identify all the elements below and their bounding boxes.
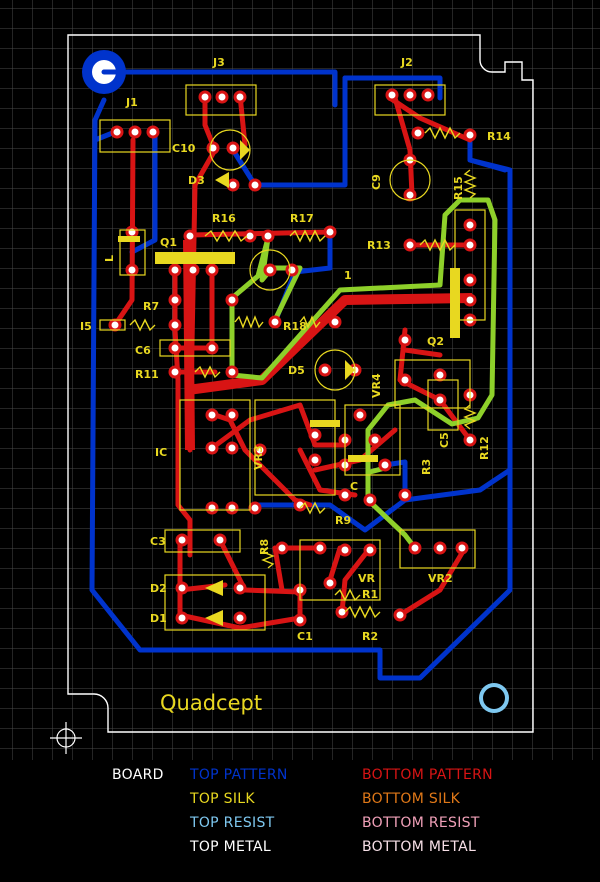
label-d3: D3 bbox=[188, 174, 205, 187]
label-r14: R14 bbox=[487, 130, 511, 143]
label-u1: 1 bbox=[344, 269, 352, 282]
legend-board: BOARD bbox=[112, 767, 164, 783]
label-c10: C10 bbox=[172, 142, 196, 155]
label-l: L bbox=[103, 255, 116, 262]
legend-top-resist: TOP RESIST bbox=[190, 815, 275, 831]
legend-bottom-silk: BOTTOM SILK bbox=[362, 791, 461, 807]
label-j1: J1 bbox=[125, 96, 138, 109]
label-r15: R15 bbox=[452, 176, 465, 200]
mounting-hole-bottom-right-inner bbox=[483, 687, 505, 709]
label-j2: J2 bbox=[400, 56, 413, 69]
label-r1: R1 bbox=[362, 588, 378, 601]
label-q1: Q1 bbox=[160, 236, 177, 249]
top-silk-resistor-zigzags bbox=[129, 126, 477, 619]
label-r3: R3 bbox=[420, 459, 433, 475]
label-r12: R12 bbox=[478, 436, 491, 460]
label-c5: C5 bbox=[438, 432, 451, 448]
copper-pads bbox=[108, 88, 477, 627]
label-r13: R13 bbox=[367, 239, 391, 252]
label-r11: R11 bbox=[135, 368, 159, 381]
top-silk-filled-parts bbox=[118, 140, 460, 626]
component-labels: J3 J2 J1 C10 D3 R14 C9 R15 R16 R17 R13 L… bbox=[80, 56, 511, 715]
label-c: C bbox=[350, 480, 358, 493]
label-c1: C1 bbox=[297, 630, 313, 643]
brand-label: Quadcept bbox=[160, 691, 262, 715]
board-outline bbox=[67, 34, 534, 733]
legend-bottom-resist: BOTTOM RESIST bbox=[362, 815, 480, 831]
label-c9: C9 bbox=[370, 174, 383, 190]
legend-top-silk: TOP SILK bbox=[190, 791, 255, 807]
label-d1: D1 bbox=[150, 612, 167, 625]
label-j3: J3 bbox=[212, 56, 225, 69]
label-vr: VR bbox=[358, 572, 376, 585]
label-i5: I5 bbox=[80, 320, 92, 333]
label-vr3: VR3 bbox=[252, 445, 265, 470]
label-vr4: VR4 bbox=[370, 373, 383, 398]
legend-bottom-pattern: BOTTOM PATTERN bbox=[362, 767, 493, 783]
label-ic: IC bbox=[155, 446, 167, 459]
origin-marker bbox=[50, 722, 82, 754]
label-r2: R2 bbox=[362, 630, 378, 643]
label-d5: D5 bbox=[288, 364, 305, 377]
label-r16: R16 bbox=[212, 212, 236, 225]
legend-bottom-metal: BOTTOM METAL bbox=[362, 839, 477, 855]
top-silk-outlines bbox=[99, 84, 486, 631]
label-r8: R8 bbox=[258, 539, 271, 555]
label-r7: R7 bbox=[143, 300, 159, 313]
label-r17: R17 bbox=[290, 212, 314, 225]
label-c3: C3 bbox=[150, 535, 166, 548]
label-r9: R9 bbox=[335, 514, 351, 527]
label-vr2: VR2 bbox=[428, 572, 453, 585]
label-q2: Q2 bbox=[427, 335, 444, 348]
label-r18: R18 bbox=[283, 320, 307, 333]
legend-top-pattern: TOP PATTERN bbox=[190, 767, 288, 783]
label-c6: C6 bbox=[135, 344, 151, 357]
legend-top-metal: TOP METAL bbox=[190, 839, 271, 855]
bottom-pattern-wide-traces bbox=[183, 239, 473, 451]
label-d2: D2 bbox=[150, 582, 167, 595]
